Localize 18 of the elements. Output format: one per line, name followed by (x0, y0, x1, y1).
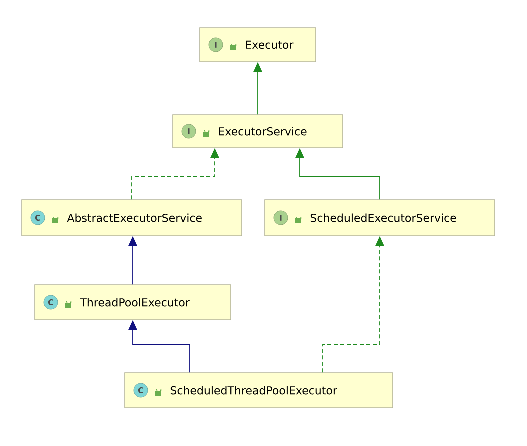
class-name: ThreadPoolExecutor (80, 298, 190, 307)
class-box (172, 114, 344, 148)
class-box (124, 372, 394, 408)
class-name: AbstractExecutorService (67, 214, 202, 222)
class-name: ScheduledExecutorService (310, 214, 456, 222)
type-badge: I (182, 124, 196, 139)
class-name: Executor (246, 40, 294, 50)
class-name: ScheduledThreadPoolExecutor (170, 386, 338, 395)
type-badge: C (44, 295, 58, 310)
class-box (264, 200, 496, 236)
class-name: ExecutorService (219, 127, 307, 136)
class-box (34, 284, 232, 320)
class-box (200, 28, 316, 62)
class-box (22, 200, 242, 236)
type-badge: I (274, 210, 288, 226)
type-badge: I (208, 38, 224, 52)
type-badge: C (30, 210, 46, 226)
type-badge: C (134, 383, 148, 398)
